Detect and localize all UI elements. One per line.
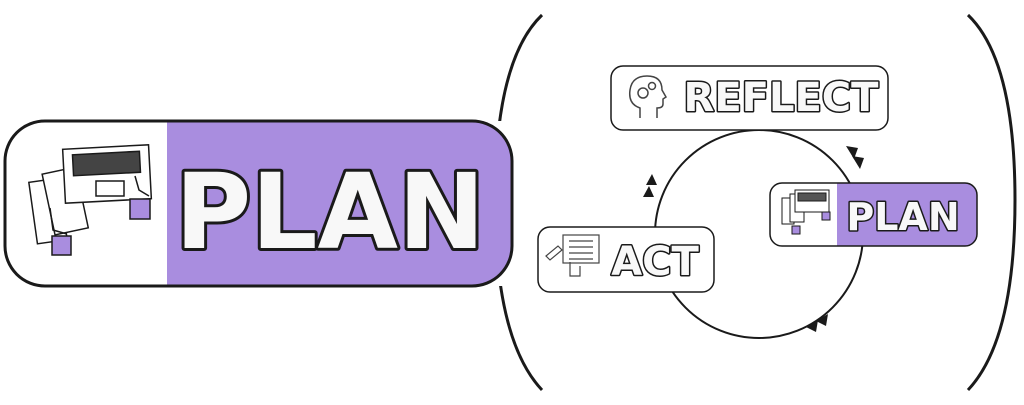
plan-label: PLAN — [846, 195, 959, 239]
reflect-card: REFLECT — [610, 65, 889, 131]
arrow-icon — [846, 146, 858, 159]
laptop-planning-icon — [27, 143, 153, 256]
arrow-icon — [806, 320, 818, 332]
arrow-icon — [646, 174, 657, 185]
head-gears-icon — [628, 75, 667, 118]
act-card: ACT — [537, 226, 715, 293]
main-plan-card: PLAN — [3, 119, 514, 288]
laptop-planning-icon — [781, 189, 831, 235]
cycle-arrows — [643, 146, 864, 332]
reflect-label: REFLECT — [684, 75, 880, 121]
arrow-icon — [852, 156, 864, 169]
right-bracket — [966, 13, 1017, 392]
act-label: ACT — [611, 239, 699, 285]
main-plan-label: PLAN — [175, 151, 485, 273]
arrow-icon — [816, 314, 828, 326]
plan-card: PLAN — [769, 182, 978, 247]
arrow-icon — [643, 186, 654, 197]
checklist-hand-icon — [545, 234, 600, 277]
